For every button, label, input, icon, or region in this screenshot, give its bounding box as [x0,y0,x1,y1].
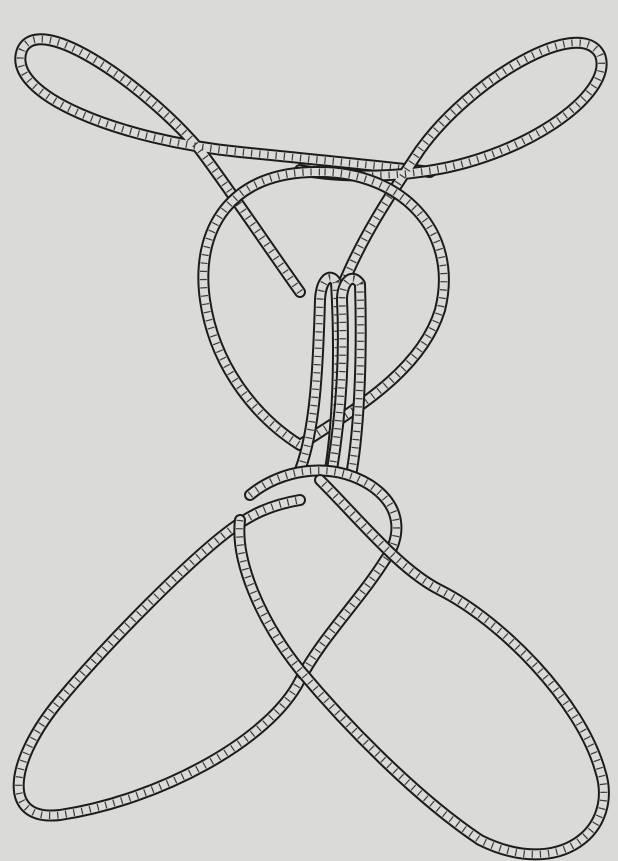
rope-lower-crossing [19,471,397,816]
rope-left-ear-loop [20,39,430,292]
rope-lower-crossing-body [19,471,397,816]
rope-lower-right-loop-body [239,480,604,854]
rope-strands [19,39,604,854]
rope-left-ear-loop-body [20,39,430,292]
rope-lower-right-loop [239,480,604,854]
